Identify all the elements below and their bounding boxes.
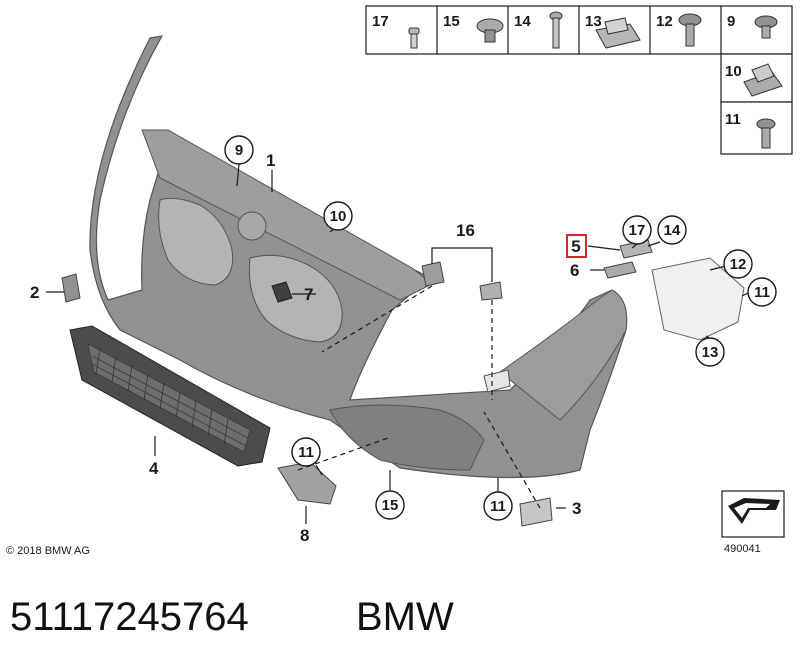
- callout-17: 17: [622, 215, 652, 245]
- table-cell-15: 15: [443, 13, 460, 30]
- callout-6: 6: [570, 261, 579, 280]
- svg-text:14: 14: [664, 222, 681, 239]
- hex-bolt-icon: [678, 13, 702, 47]
- callout-3: 3: [572, 499, 581, 518]
- collar-nut-icon: [476, 18, 504, 43]
- table-cell-9: 9: [727, 13, 735, 30]
- clip-7: [271, 281, 293, 303]
- part-number: 51117245764: [10, 595, 249, 639]
- callout-2: 2: [30, 283, 39, 302]
- mounting-bracket-13: [651, 257, 745, 341]
- screw-icon: [549, 11, 563, 49]
- svg-text:10: 10: [330, 208, 347, 225]
- fastener-table-labels: 17 15 14 13 12 9 10 11: [372, 13, 742, 128]
- diagram-number: 490041: [724, 543, 761, 555]
- expanding-rivet-icon: [408, 27, 420, 49]
- callout-1: 1: [266, 151, 275, 170]
- tow-cover-3: [519, 497, 553, 527]
- bracket-2: [61, 273, 81, 303]
- table-cell-13: 13: [585, 13, 602, 30]
- callout-8: 8: [300, 526, 309, 545]
- svg-text:15: 15: [382, 497, 399, 514]
- svg-text:11: 11: [754, 284, 770, 301]
- bracket-8: [277, 461, 337, 505]
- sensor-holder-6: [603, 261, 637, 279]
- svg-text:12: 12: [730, 256, 747, 273]
- orientation-box: [721, 490, 785, 538]
- table-cell-11: 11: [725, 111, 741, 128]
- callout-11-middle: 11: [291, 437, 321, 467]
- lower-grille: [69, 325, 271, 467]
- table-cell-14: 14: [514, 13, 531, 30]
- flange-screw-icon: [754, 15, 778, 39]
- spring-clip-icon: [743, 63, 783, 97]
- callout-4: 4: [149, 459, 159, 478]
- callout-11-right: 11: [747, 277, 777, 307]
- svg-text:5: 5: [571, 237, 580, 256]
- svg-text:17: 17: [629, 222, 646, 239]
- callout-12: 12: [723, 249, 753, 279]
- svg-text:11: 11: [298, 444, 314, 461]
- small-parts: [61, 239, 745, 527]
- callout-5-highlighted: 5: [566, 234, 587, 258]
- leader-lines: [46, 163, 751, 524]
- callout-16: 16: [456, 221, 475, 240]
- brand-name: BMW: [356, 595, 454, 639]
- callout-10: 10: [323, 201, 353, 231]
- svg-text:11: 11: [490, 498, 506, 515]
- clip-16a: [421, 261, 445, 287]
- clip-nut-icon: [595, 17, 641, 49]
- svg-text:9: 9: [235, 142, 243, 159]
- callout-13: 13: [695, 337, 725, 367]
- clip-16b: [479, 281, 503, 301]
- bolt-with-washer-icon: [756, 118, 776, 149]
- bumper-cover: [89, 35, 628, 479]
- callout-15: 15: [375, 490, 405, 520]
- callout-11-lower: 11: [483, 491, 513, 521]
- callout-14: 14: [657, 215, 687, 245]
- callout-9: 9: [224, 135, 254, 165]
- svg-text:13: 13: [702, 344, 719, 361]
- callout-7: 7: [304, 285, 313, 304]
- table-cell-17: 17: [372, 13, 389, 30]
- callouts: 9 1 10 16 2 7 5 6 17 14 12 11: [30, 135, 777, 545]
- table-cell-10: 10: [725, 63, 742, 80]
- fastener-icons: [408, 11, 783, 149]
- table-cell-12: 12: [656, 13, 673, 30]
- copyright: © 2018 BMW AG: [6, 545, 90, 557]
